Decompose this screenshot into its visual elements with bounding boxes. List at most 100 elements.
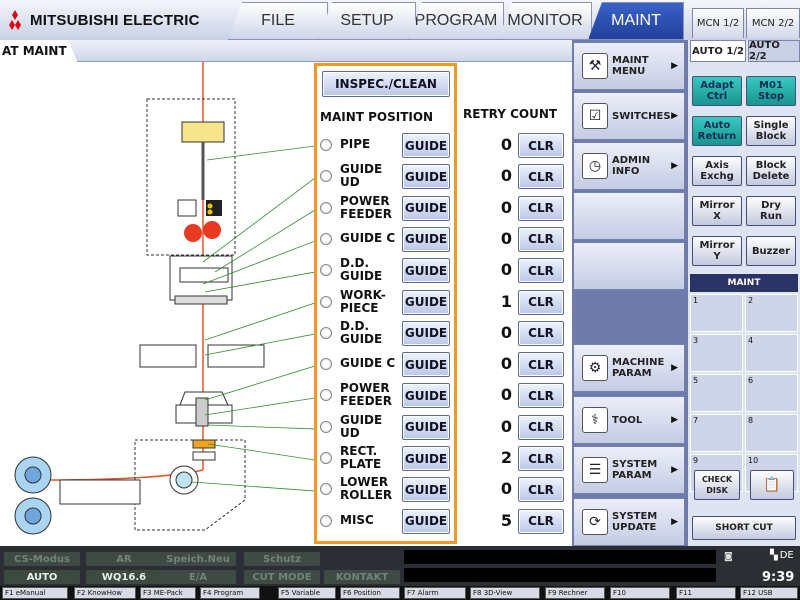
tab-monitor[interactable]: MONITOR <box>498 2 592 40</box>
guide-button[interactable]: GUIDE <box>402 133 450 158</box>
tab-auto-1[interactable]: AUTO 1/2 <box>690 40 746 62</box>
inspec-clean-button[interactable]: INSPEC./CLEAN <box>322 71 450 97</box>
menu-tool[interactable]: ⚕TOOL▶ <box>573 396 685 444</box>
fkey-7[interactable]: F7 Alarm <box>404 587 466 599</box>
cell-number: 2 <box>748 296 754 305</box>
toggle-single-block[interactable]: Single Block <box>746 116 796 146</box>
fkey-11[interactable]: F11 <box>676 587 736 599</box>
menu-system-param[interactable]: ☰SYSTEM PARAM▶ <box>573 446 685 494</box>
tab-setup[interactable]: SETUP <box>318 2 416 40</box>
clipboard-icon[interactable]: 📋 <box>750 470 794 500</box>
toggle-axis-exchg[interactable]: Axis Exchg <box>692 156 742 186</box>
menu-maint-menu[interactable]: ⚒MAINT MENU▶ <box>573 42 685 90</box>
menu-system-update[interactable]: ⟳SYSTEM UPDATE▶ <box>573 498 685 546</box>
short-cut-button[interactable]: SHORT CUT <box>692 516 796 540</box>
menu-empty-slot <box>573 242 685 290</box>
page-title: AT MAINT <box>0 40 78 62</box>
fkey-10[interactable]: F10 <box>610 587 670 599</box>
tab-mcn-1[interactable]: MCN 1/2 <box>692 8 744 38</box>
sliders-icon: ☰ <box>582 457 608 483</box>
shortcut-cell-6[interactable]: 6 <box>745 374 798 412</box>
tab-maint[interactable]: MAINT <box>588 2 684 40</box>
retry-count-value: 0 <box>500 322 512 342</box>
language-indicator[interactable]: ▚DE <box>770 550 794 561</box>
position-radio[interactable] <box>320 139 332 151</box>
clock: 9:39 <box>762 570 795 585</box>
clr-button[interactable]: CLR <box>518 477 564 503</box>
status-auto: AUTO <box>4 570 80 584</box>
tab-mcn-2[interactable]: MCN 2/2 <box>746 8 800 38</box>
position-radio[interactable] <box>320 389 332 402</box>
guide-button[interactable]: GUIDE <box>402 195 450 221</box>
position-radio[interactable] <box>320 483 332 496</box>
check-disk-button[interactable]: CHECK DISK <box>694 470 740 500</box>
toggle-buzzer[interactable]: Buzzer <box>746 236 796 266</box>
toggle-mirror-x[interactable]: Mirror X <box>692 196 742 226</box>
clr-button[interactable]: CLR <box>518 508 564 534</box>
fkey-9[interactable]: F9 Rechner <box>545 587 605 599</box>
clr-button[interactable]: CLR <box>518 226 564 252</box>
toggle-adapt-ctrl[interactable]: Adapt Ctrl <box>692 76 742 106</box>
toggle-auto-return[interactable]: Auto Return <box>692 116 742 146</box>
clr-button[interactable]: CLR <box>518 446 564 471</box>
position-radio[interactable] <box>320 295 332 308</box>
position-radio[interactable] <box>320 232 332 245</box>
retry-count-value: 0 <box>500 479 512 499</box>
fkey-8[interactable]: F8 3D-View <box>470 587 540 599</box>
menu-switches[interactable]: ☑SWITCHES▶ <box>573 92 685 140</box>
position-radio[interactable] <box>320 358 332 371</box>
clr-button[interactable]: CLR <box>518 352 564 378</box>
fkey-2[interactable]: F2 KnowHow <box>74 587 136 599</box>
shortcut-cell-8[interactable]: 8 <box>745 414 798 452</box>
fkey-5[interactable]: F5 Variable <box>278 587 336 599</box>
menu-machine-param[interactable]: ⚙MACHINE PARAM▶ <box>573 344 685 392</box>
clr-button[interactable]: CLR <box>518 289 564 315</box>
guide-button[interactable]: GUIDE <box>402 383 450 409</box>
toggle-dry-run[interactable]: Dry Run <box>746 196 796 226</box>
toggle-m01-stop[interactable]: M01 Stop <box>746 76 796 106</box>
position-radio[interactable] <box>320 326 332 339</box>
position-radio[interactable] <box>320 514 332 527</box>
position-radio[interactable] <box>320 201 332 214</box>
fkey-1[interactable]: F1 eManual <box>2 587 68 599</box>
fkey-4[interactable]: F4 Program <box>200 587 260 599</box>
guide-button[interactable]: GUIDE <box>402 446 450 471</box>
shortcut-cell-2[interactable]: 2 <box>745 294 798 332</box>
fkey-6[interactable]: F6 Position <box>340 587 400 599</box>
clr-button[interactable]: CLR <box>518 133 564 158</box>
guide-button[interactable]: GUIDE <box>402 164 450 190</box>
shortcut-cell-7[interactable]: 7 <box>690 414 743 452</box>
clr-button[interactable]: CLR <box>518 320 564 346</box>
shortcut-cell-1[interactable]: 1 <box>690 294 743 332</box>
clr-button[interactable]: CLR <box>518 258 564 284</box>
tab-program[interactable]: PROGRAM <box>408 2 504 40</box>
position-radio[interactable] <box>320 264 332 277</box>
clr-button[interactable]: CLR <box>518 383 564 409</box>
menu-admin-info[interactable]: ◷ADMIN INFO▶ <box>573 142 685 190</box>
guide-button[interactable]: GUIDE <box>402 226 450 252</box>
fkey-3[interactable]: F3 ME-Pack <box>140 587 196 599</box>
cell-number: 1 <box>693 296 699 305</box>
guide-button[interactable]: GUIDE <box>402 414 450 440</box>
guide-button[interactable]: GUIDE <box>402 477 450 503</box>
guide-button[interactable]: GUIDE <box>402 508 450 534</box>
position-radio[interactable] <box>320 170 332 183</box>
guide-button[interactable]: GUIDE <box>402 289 450 315</box>
fkey-12[interactable]: F12 USB <box>740 587 798 599</box>
tab-file[interactable]: FILE <box>228 2 328 40</box>
guide-button[interactable]: GUIDE <box>402 352 450 378</box>
shortcut-cell-3[interactable]: 3 <box>690 334 743 372</box>
clr-button[interactable]: CLR <box>518 195 564 221</box>
retry-count-value: 2 <box>500 448 512 467</box>
position-radio[interactable] <box>320 420 332 433</box>
clr-button[interactable]: CLR <box>518 164 564 190</box>
guide-button[interactable]: GUIDE <box>402 258 450 284</box>
toggle-block-delete[interactable]: Block Delete <box>746 156 796 186</box>
shortcut-cell-5[interactable]: 5 <box>690 374 743 412</box>
tab-auto-2[interactable]: AUTO 2/2 <box>748 40 800 62</box>
position-radio[interactable] <box>320 452 332 464</box>
guide-button[interactable]: GUIDE <box>402 320 450 346</box>
toggle-mirror-y[interactable]: Mirror Y <box>692 236 742 266</box>
clr-button[interactable]: CLR <box>518 414 564 440</box>
shortcut-cell-4[interactable]: 4 <box>745 334 798 372</box>
